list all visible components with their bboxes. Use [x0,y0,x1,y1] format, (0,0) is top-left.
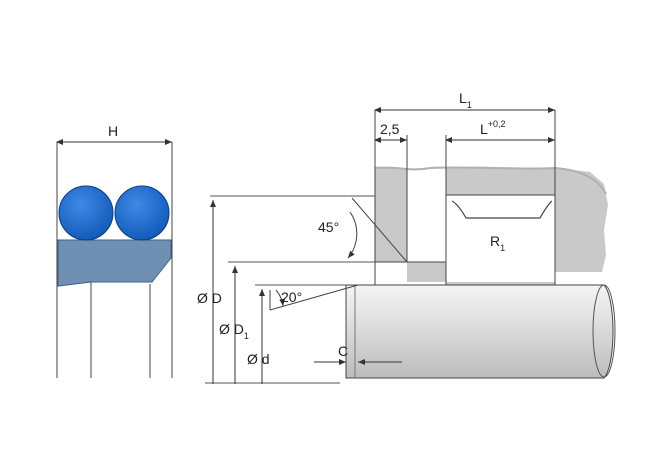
lead-in-angle: 20° [269,284,359,311]
R1-label: R1 [490,233,505,253]
dia-d-label: Ø d [247,351,270,367]
L1-label: L1 [459,90,472,110]
rod [345,284,616,379]
dim-2-5-label: 2,5 [380,121,400,137]
housing [351,110,608,285]
seal-cross-section: H [56,123,173,378]
groove-radius-profile [451,200,553,219]
angle-20-label: 20° [281,289,302,305]
H-label: H [108,123,118,139]
L-tolerance-label: L+0,2 [480,119,506,137]
diameter-dimensions [210,200,265,384]
seal-base-profile [57,239,172,287]
reference-lines [205,195,375,384]
length-dimensions [374,107,555,143]
chamfer-angle: 45° [318,211,358,259]
oring-right [114,185,170,241]
C-label: C [338,343,348,359]
dia-D-label: Ø D [197,290,222,306]
angle-45-label: 45° [318,219,339,235]
dia-D1-label: Ø D1 [219,321,249,341]
oring-left [58,185,114,241]
